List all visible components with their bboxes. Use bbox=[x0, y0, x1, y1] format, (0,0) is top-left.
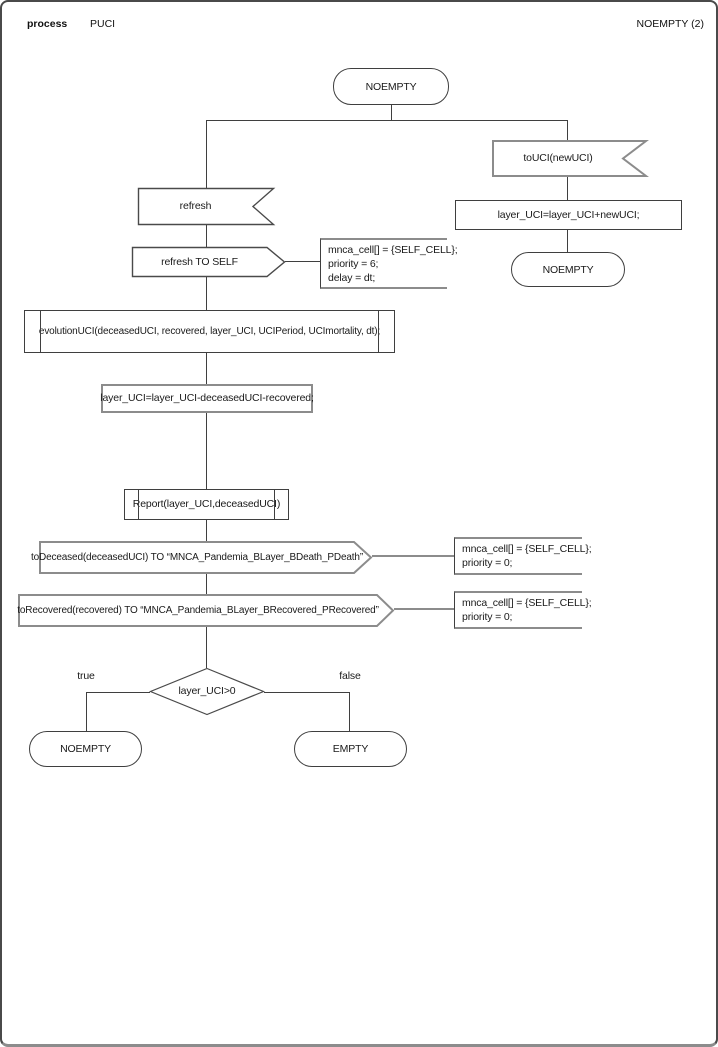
output-to-recovered[interactable]: toRecovered(recovered) TO “MNCA_Pandemia… bbox=[17, 594, 395, 627]
connector-line bbox=[206, 353, 207, 384]
procedure-label: Report(layer_UCI,deceasedUCI) bbox=[132, 498, 281, 511]
output-signal-label: refresh TO SELF bbox=[161, 255, 238, 268]
task-update-layer[interactable]: layer_UCI=layer_UCI-deceasedUCI-recovere… bbox=[100, 384, 314, 413]
connector-line bbox=[567, 120, 568, 140]
branch-label-false: false bbox=[339, 670, 361, 682]
output-signal-label: toDeceased(deceasedUCI) TO “MNCA_Pandemi… bbox=[30, 551, 364, 563]
procedure-side-line bbox=[138, 490, 139, 519]
state-noempty-top[interactable]: NOEMPTY bbox=[333, 68, 449, 105]
procedure-label: evolutionUCI(deceasedUCI, recovered, lay… bbox=[38, 325, 381, 337]
connector-line bbox=[391, 105, 392, 120]
procedure-call-evolutionuci[interactable]: evolutionUCI(deceasedUCI, recovered, lay… bbox=[24, 310, 395, 353]
comment-line: priority = 0; bbox=[462, 610, 513, 623]
comment-link-line bbox=[394, 608, 454, 610]
comment-refresh[interactable]: mnca_cell[] = {SELF_CELL}; priority = 6;… bbox=[320, 238, 458, 289]
input-signal-refresh[interactable]: refresh bbox=[137, 187, 276, 226]
procedure-call-report[interactable]: Report(layer_UCI,deceasedUCI) bbox=[124, 489, 289, 520]
state-noempty-right[interactable]: NOEMPTY bbox=[511, 252, 625, 287]
decision-layer-uci[interactable]: layer_UCI>0 bbox=[148, 667, 266, 716]
connector-line bbox=[206, 120, 207, 188]
input-signal-label: refresh bbox=[179, 200, 212, 213]
comment-line: mnca_cell[] = {SELF_CELL}; bbox=[328, 244, 458, 256]
false-branch-line bbox=[349, 692, 350, 731]
comment-link-line bbox=[285, 261, 320, 262]
state-noempty-bottom[interactable]: NOEMPTY bbox=[29, 731, 142, 767]
task-label: layer_UCI=layer_UCI-deceasedUCI-recovere… bbox=[100, 392, 314, 405]
connector-line bbox=[206, 120, 568, 121]
comment-line: mnca_cell[] = {SELF_CELL}; bbox=[462, 597, 592, 609]
comment-link-line bbox=[372, 555, 454, 557]
connector-line bbox=[206, 413, 207, 489]
true-branch-line bbox=[86, 692, 87, 731]
true-branch-line bbox=[86, 692, 150, 693]
output-refresh-to-self[interactable]: refresh TO SELF bbox=[131, 246, 286, 278]
input-signal-touci[interactable]: toUCI(newUCI) bbox=[492, 140, 649, 177]
task-add-newuci[interactable]: layer_UCI=layer_UCI+newUCI; bbox=[455, 200, 682, 230]
procedure-side-line bbox=[378, 311, 379, 352]
connector-line bbox=[567, 230, 568, 252]
state-empty[interactable]: EMPTY bbox=[294, 731, 407, 767]
comment-line: priority = 0; bbox=[462, 556, 513, 569]
connector-line bbox=[206, 627, 207, 668]
comment-line: delay = dt; bbox=[328, 271, 376, 284]
output-to-deceased[interactable]: toDeceased(deceasedUCI) TO “MNCA_Pandemi… bbox=[30, 541, 373, 574]
input-signal-label: toUCI(newUCI) bbox=[523, 152, 593, 165]
comment-line: mnca_cell[] = {SELF_CELL}; bbox=[462, 543, 592, 555]
comment-line: priority = 6; bbox=[328, 257, 379, 270]
process-kind-label: process bbox=[27, 18, 68, 30]
procedure-side-line bbox=[40, 311, 41, 352]
output-signal-label: toRecovered(recovered) TO “MNCA_Pandemia… bbox=[17, 604, 379, 616]
task-label: layer_UCI=layer_UCI+newUCI; bbox=[497, 208, 640, 221]
branch-label-true: true bbox=[77, 670, 95, 682]
procedure-side-line bbox=[274, 490, 275, 519]
connector-line bbox=[567, 177, 568, 200]
connector-line bbox=[206, 520, 207, 541]
comment-deceased[interactable]: mnca_cell[] = {SELF_CELL}; priority = 0; bbox=[454, 537, 592, 575]
connector-line bbox=[206, 277, 207, 310]
false-branch-line bbox=[264, 692, 349, 693]
connector-line bbox=[206, 225, 207, 247]
comment-recovered[interactable]: mnca_cell[] = {SELF_CELL}; priority = 0; bbox=[454, 591, 592, 629]
decision-label: layer_UCI>0 bbox=[178, 685, 236, 698]
page-number-label: NOEMPTY (2) bbox=[636, 18, 704, 30]
connector-line bbox=[206, 574, 207, 594]
process-name: PUCI bbox=[90, 18, 116, 30]
